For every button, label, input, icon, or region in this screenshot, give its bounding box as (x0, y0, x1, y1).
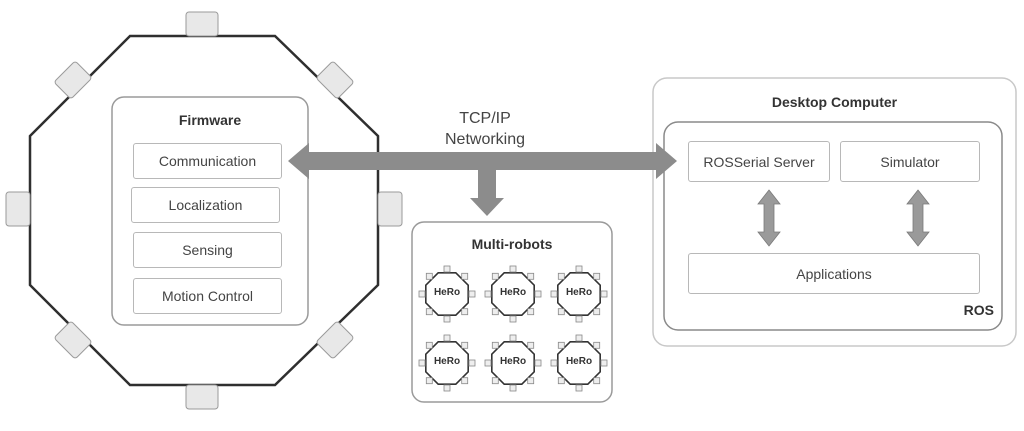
wheel-module-topright (316, 61, 354, 99)
hero-robot-wheel (550, 359, 558, 367)
hero-robot-wheel (575, 384, 583, 392)
ros-label: ROS (963, 302, 994, 318)
hero-robot-wheel (443, 265, 451, 273)
hero-robot-wheel (593, 272, 601, 280)
hero-robot-body (490, 340, 536, 386)
firmware-title: Firmware (178, 112, 242, 128)
hero-label-4: HeRo (433, 356, 461, 367)
wheel-module-bottomleft (54, 321, 92, 359)
firmware-module-localization: Localization (131, 187, 280, 223)
hero-robot-wheel (461, 272, 469, 280)
network-double-arrow (288, 143, 677, 179)
hero-robot-wheel (557, 272, 565, 280)
hero-robot-body (424, 340, 470, 386)
hero-robot-wheel (593, 377, 601, 385)
hero-robot-wheel (461, 341, 469, 349)
hero-robot-wheel (484, 359, 492, 367)
wheel-module-top (185, 11, 219, 37)
hero-robot-wheel (534, 290, 542, 298)
hero-robot-wheel (491, 308, 499, 316)
hero-robot-wheel (593, 308, 601, 316)
multi-robots-title: Multi-robots (471, 236, 553, 252)
hero-robot-wheel (527, 377, 535, 385)
hero-robot-wheel (509, 384, 517, 392)
firmware-module-motion-control: Motion Control (133, 278, 282, 314)
hero-robot-wheel (557, 308, 565, 316)
hero-robot-wheel (443, 334, 451, 342)
hero-label-1: HeRo (433, 287, 461, 298)
network-down-arrow (470, 170, 504, 216)
hero-robot-wheel (461, 377, 469, 385)
simulator-app-arrow (906, 189, 930, 247)
hero-robot-wheel (600, 359, 608, 367)
wheel-module-left (5, 191, 31, 227)
hero-robot-body (556, 271, 602, 317)
hero-robot-body (490, 271, 536, 317)
hero-robot-wheel (593, 341, 601, 349)
hero-robot-1 (418, 265, 476, 323)
hero-robot-wheel (425, 272, 433, 280)
hero-robot-wheel (484, 290, 492, 298)
firmware-module-communication: Communication (133, 143, 282, 179)
hero-label-6: HeRo (565, 356, 593, 367)
applications-box: Applications (688, 253, 980, 294)
desktop-title: Desktop Computer (771, 94, 898, 110)
hero-robot-wheel (491, 377, 499, 385)
hero-robot-wheel (557, 377, 565, 385)
hero-robot-wheel (418, 359, 426, 367)
hero-label-5: HeRo (499, 356, 527, 367)
hero-robot-wheel (550, 290, 558, 298)
wheel-module-bottom (185, 384, 219, 410)
hero-robot-wheel (491, 341, 499, 349)
firmware-module-sensing: Sensing (133, 232, 282, 268)
hero-robot-5 (484, 334, 542, 392)
hero-robot-wheel (575, 315, 583, 323)
robot-wheel-modules (5, 11, 403, 410)
hero-robot-wheel (527, 272, 535, 280)
rosserial-server-box: ROSSerial Server (688, 141, 830, 182)
hero-robot-wheel (443, 315, 451, 323)
hero-robot-wheel (534, 359, 542, 367)
hero-robot-wheel (509, 315, 517, 323)
hero-robot-wheel (600, 290, 608, 298)
network-label-line1: TCP/IP (459, 110, 511, 127)
hero-robot-wheel (425, 308, 433, 316)
hero-robot-wheel (557, 341, 565, 349)
rosserial-app-arrow (757, 189, 781, 247)
hero-robot-wheel (491, 272, 499, 280)
hero-robot-wheel (509, 265, 517, 273)
hero-label-2: HeRo (499, 287, 527, 298)
hero-robot-2 (484, 265, 542, 323)
hero-robot-wheel (468, 359, 476, 367)
hero-robot-wheel (527, 341, 535, 349)
hero-label-3: HeRo (565, 287, 593, 298)
simulator-box: Simulator (840, 141, 980, 182)
hero-robot-wheel (443, 384, 451, 392)
hero-robot-wheel (461, 308, 469, 316)
hero-robot-wheel (509, 334, 517, 342)
hero-robot-wheel (575, 334, 583, 342)
hero-robots-group (418, 265, 608, 392)
hero-robot-wheel (418, 290, 426, 298)
wheel-module-topleft (54, 61, 92, 99)
wheel-module-right (377, 191, 403, 227)
hero-robot-6 (550, 334, 608, 392)
hero-robot-body (424, 271, 470, 317)
hero-robot-3 (550, 265, 608, 323)
hero-robot-4 (418, 334, 476, 392)
hero-robot-body (556, 340, 602, 386)
hero-robot-wheel (425, 341, 433, 349)
network-label-line2: Networking (444, 131, 526, 148)
hero-robot-wheel (425, 377, 433, 385)
hero-robot-wheel (468, 290, 476, 298)
hero-robot-wheel (527, 308, 535, 316)
wheel-module-bottomright (316, 321, 354, 359)
hero-robot-wheel (575, 265, 583, 273)
